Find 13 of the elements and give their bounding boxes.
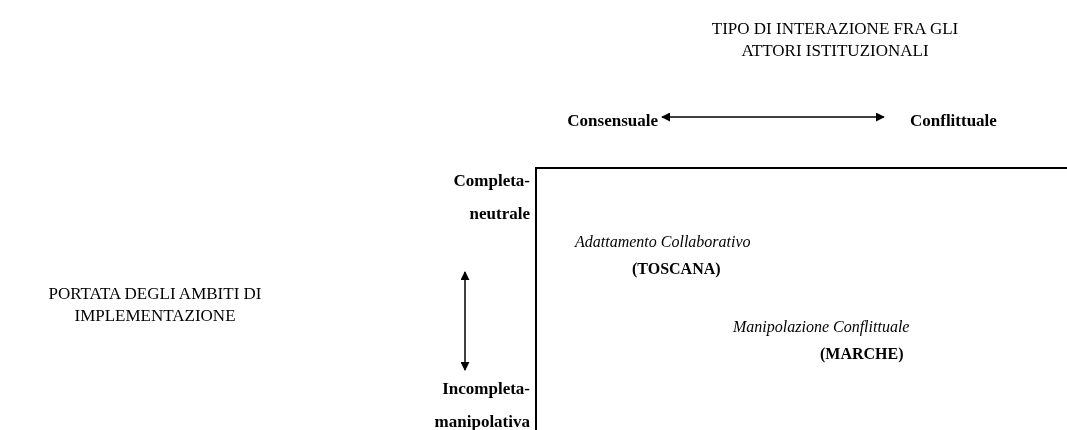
axis-end-label: Conflittuale	[910, 104, 1065, 137]
axis-end-label: Incompleta- manipolativa	[370, 372, 530, 430]
double-arrow	[661, 112, 885, 122]
region-name: (TOSCANA)	[632, 260, 721, 278]
axis-end-label: Completa- neutrale	[390, 164, 530, 230]
region-name: (MARCHE)	[820, 345, 904, 363]
quadrant-label: Adattamento Collaborativo	[575, 233, 751, 251]
axis-title: TIPO DI INTERAZIONE FRA GLI ATTORI ISTITUZIONALI	[710, 18, 960, 62]
matrix-frame	[535, 167, 1067, 430]
double-arrow	[460, 271, 470, 371]
axis-title: PORTATA DEGLI AMBITI DI IMPLEMENTAZIONE	[47, 283, 263, 327]
quadrant-label: Manipolazione Conflittuale	[733, 318, 910, 336]
axis-end-label: Consensuale	[540, 104, 658, 137]
